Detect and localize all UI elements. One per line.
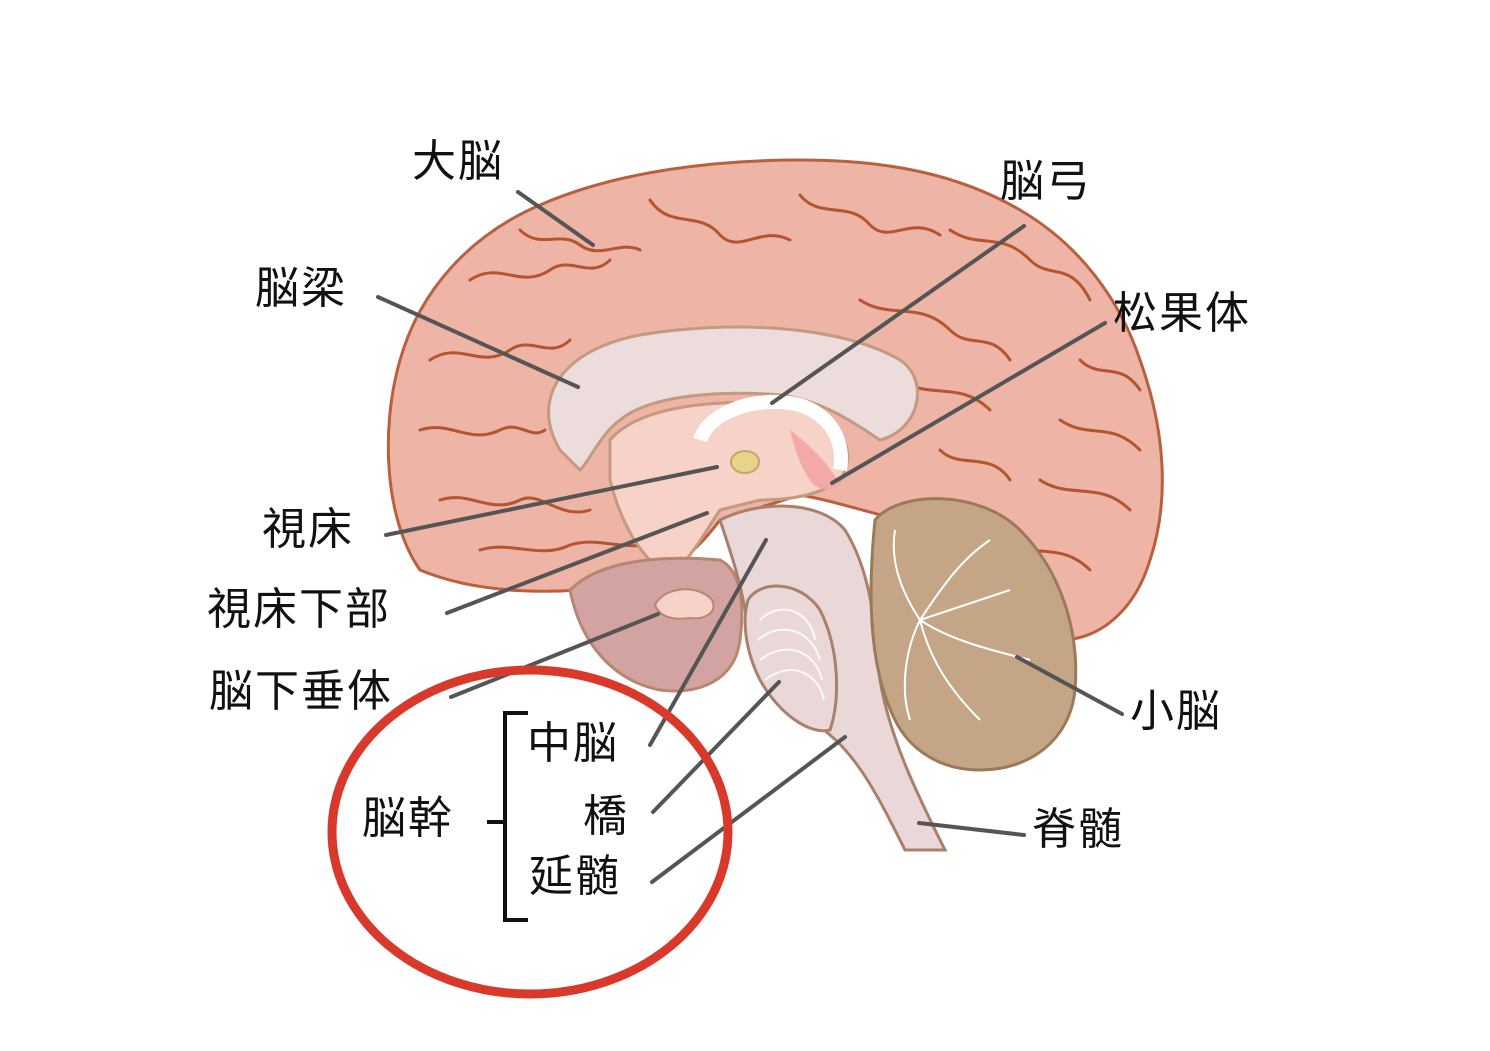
arbor-vitae	[892, 529, 1031, 721]
label-pons: 橋	[583, 791, 629, 842]
label-pineal-body: 松果体	[1113, 288, 1251, 339]
label-cerebellum: 小脳	[1130, 686, 1222, 737]
label-hypothalamus: 視床下部	[207, 584, 391, 635]
brainstem-bracket	[487, 711, 528, 922]
fornix-shape	[693, 395, 848, 472]
corpus-callosum-shape	[547, 325, 919, 473]
label-fornix: 脳弓	[1000, 156, 1092, 207]
label-cerebrum: 大脳	[412, 136, 504, 187]
thalamus-dot	[730, 450, 760, 474]
label-medulla: 延髄	[529, 851, 621, 902]
leader-lines	[376, 190, 1124, 884]
cerebellum-shape	[869, 497, 1078, 772]
pons-shape	[743, 584, 839, 733]
label-thalamus: 視床	[262, 504, 354, 555]
label-spinal-cord: 脊髄	[1032, 804, 1124, 855]
label-midbrain: 中脳	[527, 718, 619, 769]
label-brainstem: 脳幹	[362, 793, 454, 844]
pons-fibers	[757, 608, 825, 701]
pituitary-shape	[653, 588, 715, 620]
pineal-shape	[790, 430, 840, 490]
label-pituitary: 脳下垂体	[209, 666, 393, 717]
highlight-circle	[327, 665, 733, 999]
label-corpus-callosum: 脳梁	[255, 263, 347, 314]
sulci	[418, 193, 1142, 572]
